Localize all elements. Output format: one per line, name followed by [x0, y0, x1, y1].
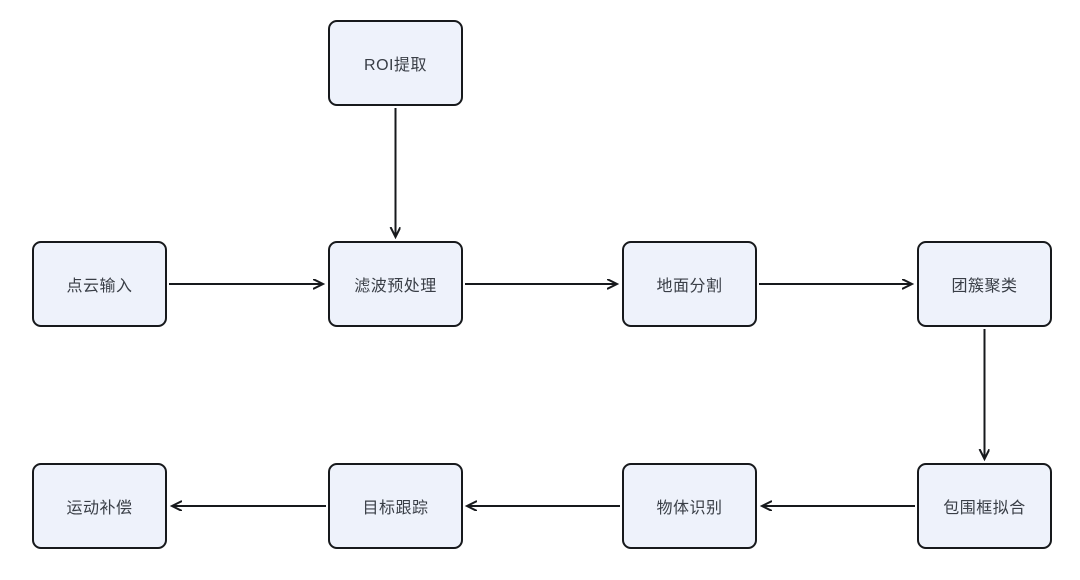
node-ground-segmentation: 地面分割	[622, 241, 757, 327]
node-object-recognition: 物体识别	[622, 463, 757, 549]
node-point-cloud-input: 点云输入	[32, 241, 167, 327]
node-motion-compensation: 运动补偿	[32, 463, 167, 549]
node-target-tracking: 目标跟踪	[328, 463, 463, 549]
node-roi-extraction: ROI提取	[328, 20, 463, 106]
node-bounding-box-fitting: 包围框拟合	[917, 463, 1052, 549]
node-clustering: 团簇聚类	[917, 241, 1052, 327]
node-filter-preprocessing: 滤波预处理	[328, 241, 463, 327]
